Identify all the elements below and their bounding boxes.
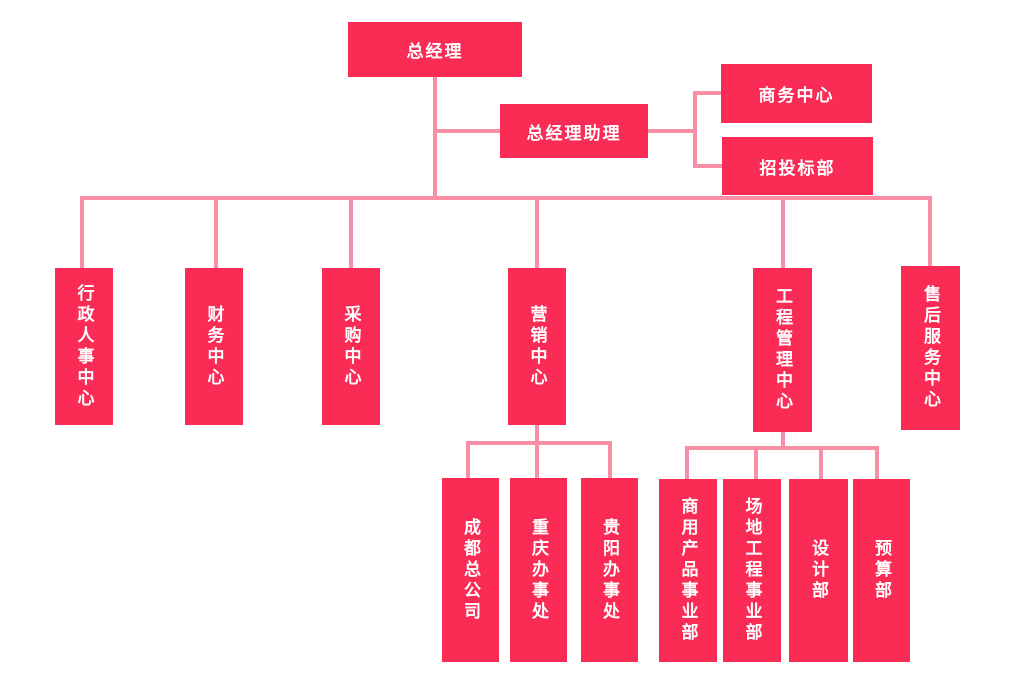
- node-commercial-products-div[interactable]: 商用产品事业部: [659, 479, 717, 662]
- connector-drop-procurement: [349, 199, 353, 268]
- connector-drop-finance: [214, 199, 218, 268]
- connector-business-center-stub: [695, 91, 721, 95]
- connector-marketing-stub: [535, 425, 539, 445]
- node-general-manager[interactable]: 总经理: [348, 22, 522, 77]
- connector-level2-horizontal: [80, 196, 932, 200]
- connector-assistant-right-stub: [648, 129, 695, 133]
- connector-drop-commercial-products: [685, 449, 689, 479]
- connector-drop-design: [819, 449, 823, 479]
- connector-trunk-vertical: [433, 77, 437, 198]
- connector-drop-after-sales: [928, 199, 932, 266]
- node-business-center[interactable]: 商务中心: [721, 64, 872, 123]
- connector-assistant-bracket-vertical: [693, 91, 697, 168]
- node-budget-dept[interactable]: 预算部: [853, 479, 910, 662]
- node-chengdu-hq[interactable]: 成都总公司: [442, 478, 499, 662]
- node-guiyang-office[interactable]: 贵阳办事处: [581, 478, 638, 662]
- node-gm-assistant[interactable]: 总经理助理: [500, 104, 648, 158]
- connector-drop-budget: [875, 449, 879, 479]
- node-engineering-mgmt-center[interactable]: 工程管理中心: [753, 268, 812, 432]
- connector-drop-marketing: [535, 199, 539, 268]
- node-site-engineering-div[interactable]: 场地工程事业部: [723, 479, 781, 662]
- connector-engineering-stub: [781, 432, 785, 450]
- node-after-sales-center[interactable]: 售后服务中心: [901, 266, 960, 430]
- node-finance-center[interactable]: 财务中心: [185, 268, 243, 425]
- node-chongqing-office[interactable]: 重庆办事处: [510, 478, 567, 662]
- node-procurement-center[interactable]: 采购中心: [322, 268, 380, 425]
- connector-drop-site-engineering: [754, 449, 758, 479]
- node-admin-hr-center[interactable]: 行政人事中心: [55, 268, 113, 425]
- node-bidding-dept[interactable]: 招投标部: [722, 137, 873, 195]
- connector-drop-chengdu: [466, 444, 470, 478]
- connector-drop-chongqing: [535, 444, 539, 478]
- connector-drop-engineering: [781, 199, 785, 268]
- connector-engineering-horizontal: [685, 446, 879, 450]
- connector-drop-guiyang: [608, 444, 612, 478]
- connector-bidding-dept-stub: [695, 164, 722, 168]
- node-marketing-center[interactable]: 营销中心: [508, 268, 566, 425]
- connector-marketing-horizontal: [466, 441, 612, 445]
- connector-assistant-horizontal: [435, 129, 500, 133]
- connector-drop-admin-hr: [80, 199, 84, 268]
- node-design-dept[interactable]: 设计部: [789, 479, 848, 662]
